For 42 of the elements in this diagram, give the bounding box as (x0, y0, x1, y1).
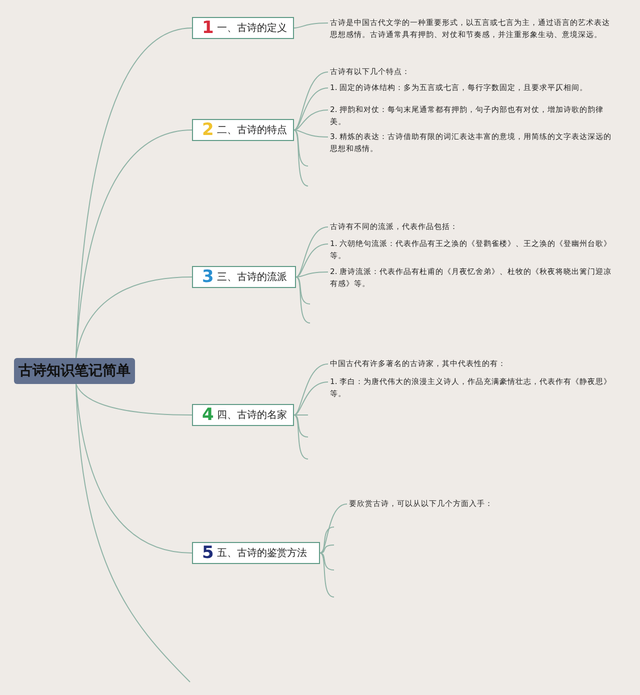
branch-line (294, 414, 308, 416)
branch-line (294, 110, 328, 130)
topic-box (192, 119, 294, 141)
topic-title: 一、古诗的定义 (216, 22, 287, 35)
branch-line (296, 244, 328, 278)
branch-line (294, 414, 308, 460)
branch-line (296, 272, 328, 278)
branch-line (294, 130, 328, 138)
branch-line (76, 384, 192, 416)
branch-line (320, 504, 348, 554)
topic-number: 2 (202, 122, 214, 138)
topic-number: 3 (202, 268, 214, 286)
branch-line (294, 130, 308, 186)
topic-title: 三、古诗的流派 (216, 270, 287, 284)
topic-title: 二、古诗的特点 (216, 124, 287, 137)
branch-line (320, 552, 334, 570)
topic-title: 五、古诗的鉴赏方法 (216, 546, 307, 560)
branch-line (320, 526, 334, 554)
branch-line (294, 88, 328, 130)
branch-line (294, 22, 328, 28)
branch-line (294, 382, 328, 416)
branch-line (294, 364, 328, 416)
branch-line (296, 226, 328, 278)
topic-box (192, 542, 320, 564)
topic-box (192, 404, 294, 426)
topic-number: 1 (202, 20, 214, 36)
branch-line (76, 130, 192, 358)
branch-line (296, 276, 310, 304)
topic-box (192, 17, 294, 39)
topic-number: 5 (202, 544, 214, 562)
topic-box (192, 266, 296, 288)
branch-line (294, 414, 308, 438)
branch-line (76, 384, 190, 682)
branch-line (294, 72, 328, 130)
branch-line (320, 552, 334, 598)
topic-number: 4 (202, 406, 214, 424)
branch-line (76, 276, 192, 358)
branch-line (296, 276, 310, 324)
root-box: 古诗知识笔记简单 (14, 358, 135, 384)
branch-line (320, 544, 334, 554)
branch-line (294, 130, 308, 166)
topic-title: 四、古诗的名家 (216, 408, 287, 422)
